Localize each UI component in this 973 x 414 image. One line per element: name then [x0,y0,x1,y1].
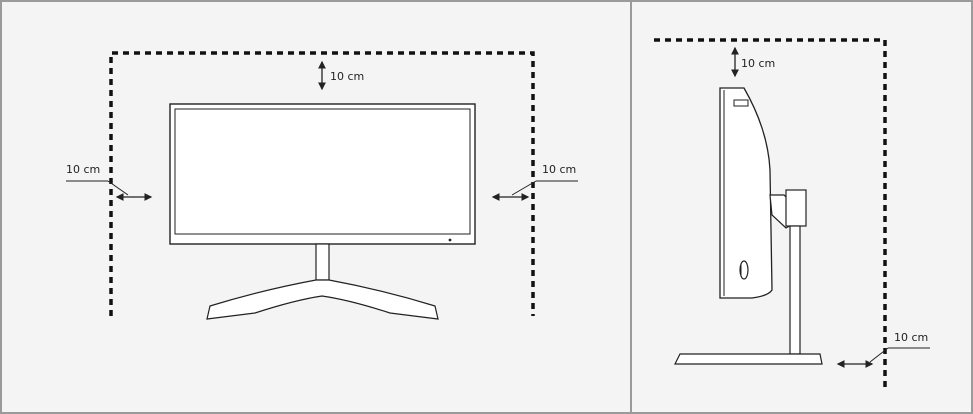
monitor-stand-side [674,189,823,365]
front-left-clearance-label: 10 cm [66,163,100,176]
front-right-arrow [491,180,578,201]
monitor-front [169,103,476,245]
monitor-side [719,87,797,299]
control-button-icon [739,260,749,280]
power-led-icon [448,238,452,242]
monitor-stand-front [206,243,439,320]
front-right-clearance-label: 10 cm [542,163,576,176]
front-clearance-boundary [109,51,535,316]
front-top-clearance-label: 10 cm [330,70,364,83]
front-left-arrow [66,180,153,201]
side-back-arrow [836,347,930,368]
side-back-clearance-label: 10 cm [894,331,928,344]
side-top-clearance-label: 10 cm [741,57,775,70]
side-clearance-boundary [654,38,887,392]
